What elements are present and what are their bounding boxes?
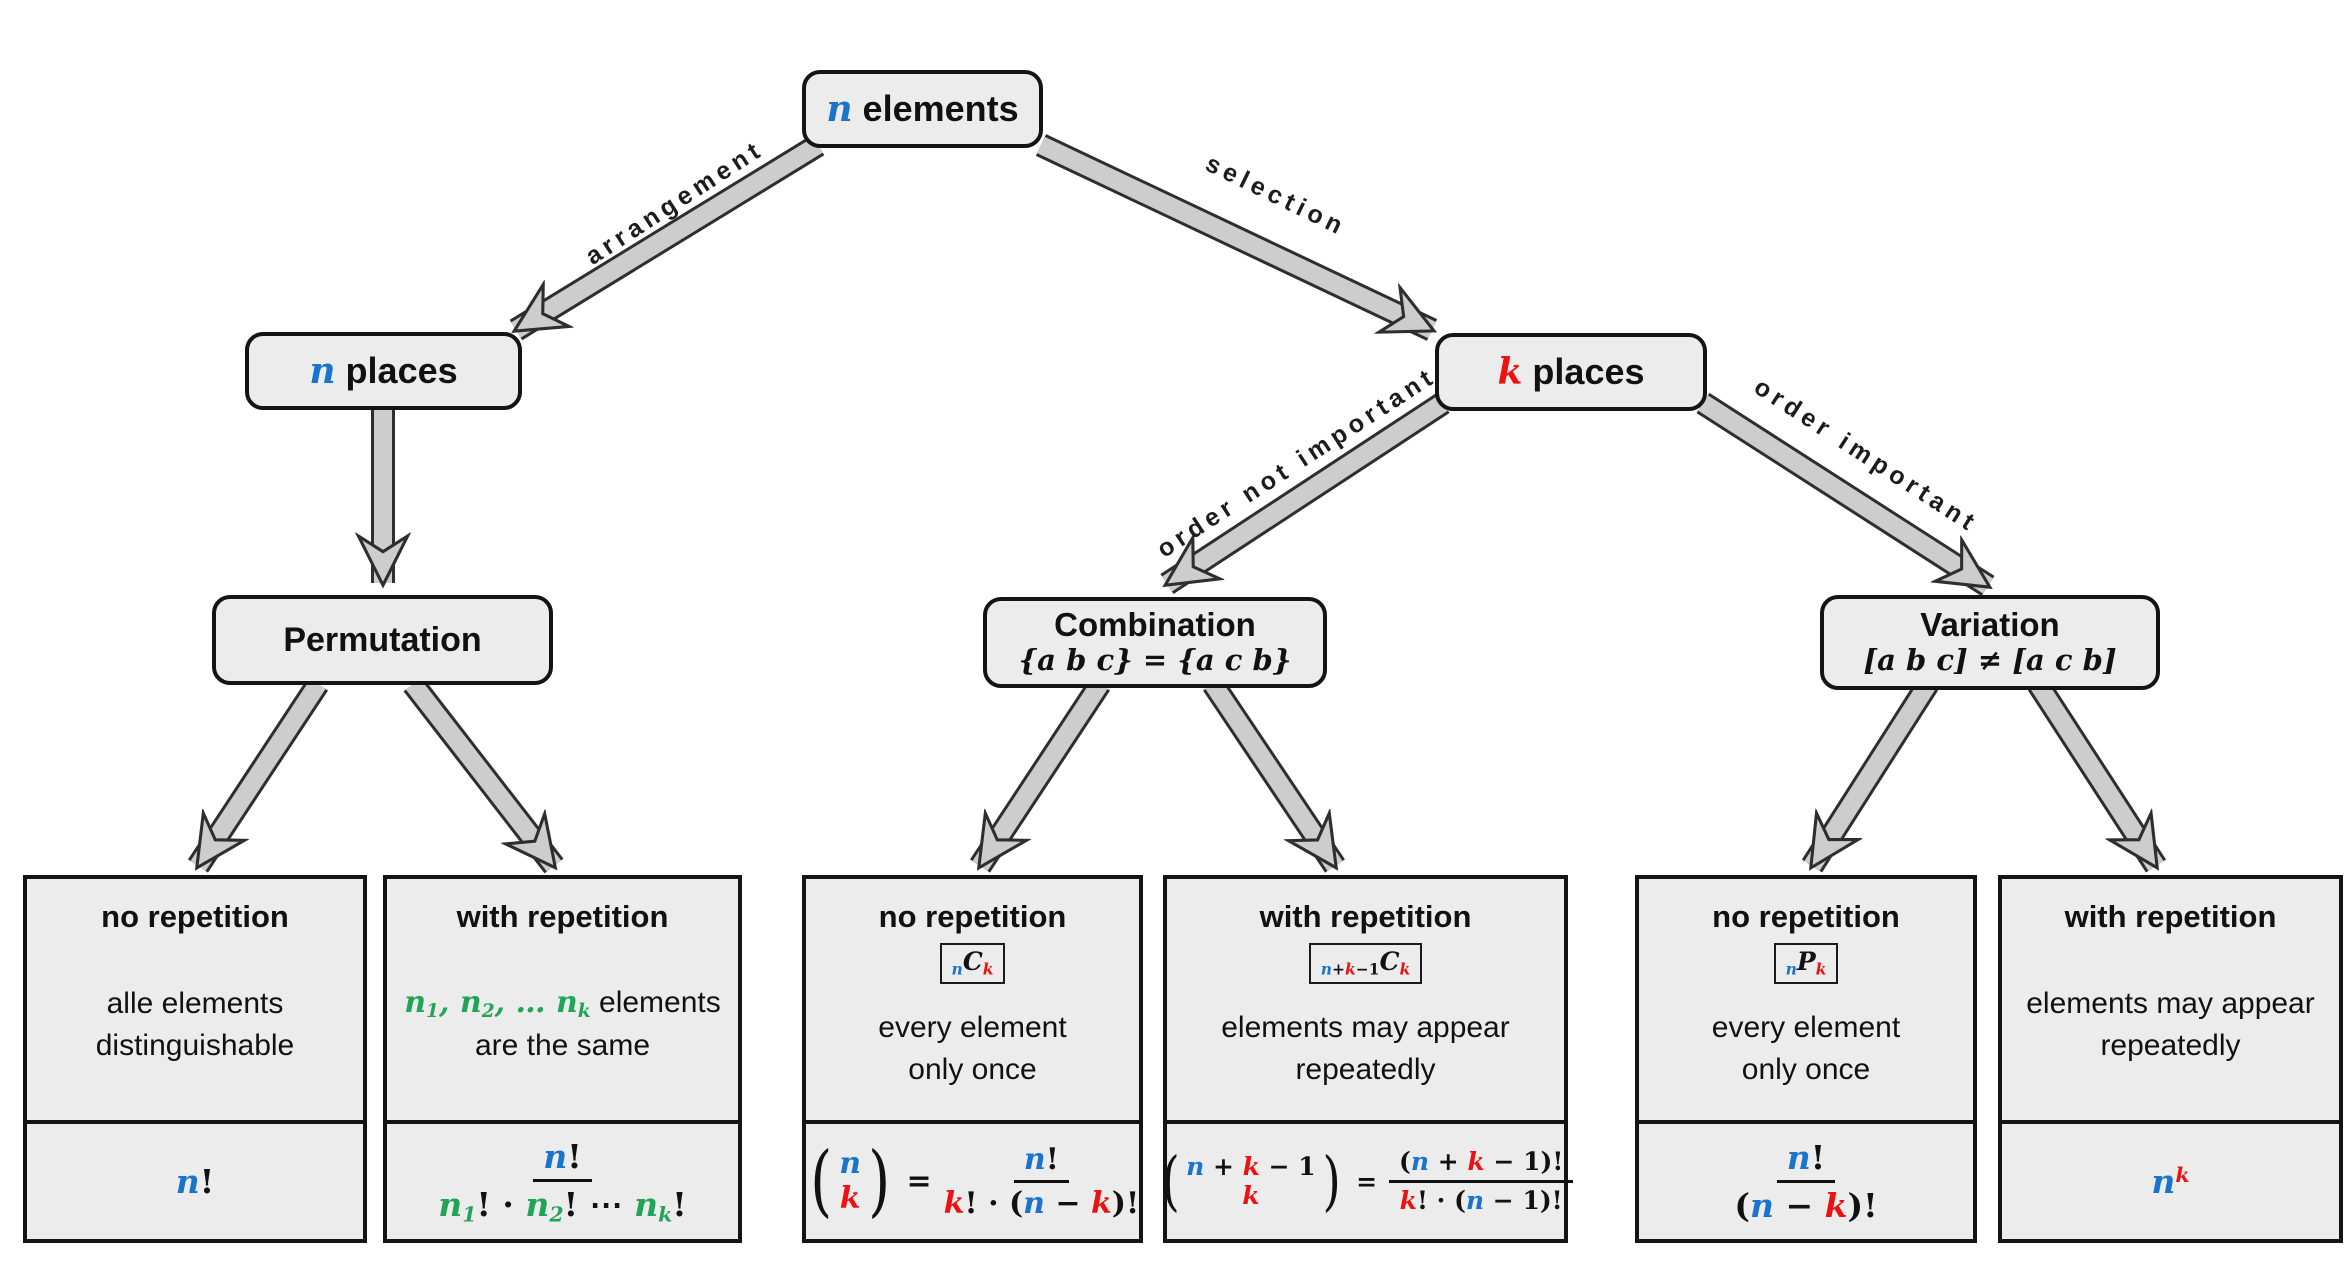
- edge-combination-to-with-repetition: [1203, 677, 1345, 873]
- leaf-formula: n! n1! · n2! ⋯ nk!: [438, 1136, 687, 1227]
- leaf-description-line: elements may appear: [2026, 987, 2315, 1021]
- node-permutation: Permutation: [212, 595, 553, 685]
- leaf-description-line: repeatedly: [2100, 1028, 2241, 1062]
- leaf-description-line: distinguishable: [95, 1028, 295, 1062]
- leaf-description-line: repeatedly: [1295, 1052, 1436, 1086]
- edge-selection: [1035, 134, 1432, 341]
- node-variation: Variation [a b c] ≠ [a c b]: [1820, 595, 2160, 690]
- leaf-description-line: are the same: [474, 1029, 651, 1063]
- leaf-combination-with-repetition: with repetition n+k−1Ck elements may app…: [1161, 875, 1574, 1243]
- leaf-title: with repetition: [456, 899, 669, 934]
- edge-arrangement: [509, 134, 825, 341]
- notation-badge-nPk: nPk: [1773, 943, 1839, 984]
- node-variation-example: [a b c] ≠ [a c b]: [1863, 643, 2117, 678]
- edge-combination-to-no-repetition: [969, 677, 1111, 873]
- node-n-places-label: n places: [309, 349, 458, 392]
- leaf-title: with repetition: [2064, 899, 2277, 934]
- leaf-description-line: every element: [878, 1011, 1067, 1045]
- node-permutation-title: Permutation: [283, 620, 482, 659]
- leaf-variation-with-repetition: with repetition elements may appear repe…: [1998, 875, 2343, 1243]
- node-combination: Combination {a b c} = {a c b}: [983, 597, 1327, 688]
- leaf-title: no repetition: [101, 899, 289, 934]
- leaf-formula: nk: [2151, 1162, 2190, 1201]
- leaf-description-line: n1, n2, … nk elements: [404, 985, 721, 1023]
- leaf-description-line: alle elements: [106, 987, 284, 1021]
- leaf-variation-no-repetition: no repetition nPk every element only onc…: [1635, 875, 1977, 1243]
- edge-order-not-important: [1160, 392, 1450, 595]
- node-combination-example: {a b c} = {a c b}: [1018, 643, 1292, 678]
- leaf-formula: ( n k ) = n! k! · (n − k)!: [810, 1136, 1140, 1227]
- edge-variation-to-no-repetition: [1801, 677, 1939, 873]
- leaf-title: no repetition: [1712, 899, 1900, 934]
- leaf-description-line: only once: [908, 1052, 1037, 1086]
- leaf-description-line: elements may appear: [1221, 1011, 1510, 1045]
- leaf-description-line: every element: [1711, 1011, 1901, 1045]
- node-k-places: k places: [1435, 333, 1707, 411]
- leaf-title: no repetition: [878, 899, 1067, 934]
- leaf-description-line: only once: [1741, 1052, 1871, 1086]
- edge-variation-to-with-repetition: [2027, 677, 2167, 873]
- node-n-places: n places: [245, 332, 522, 410]
- leaf-formula: ( n + k − 1 k ) = (n + k − 1)! k! · (n −…: [1161, 1124, 1574, 1239]
- edge-permutation-to-no-repetition: [187, 677, 329, 873]
- leaf-formula: n!: [175, 1162, 215, 1201]
- leaf-formula: n! (n − k)!: [1734, 1138, 1878, 1225]
- leaf-title: with repetition: [1259, 899, 1472, 934]
- notation-badge-nCk: nCk: [939, 943, 1006, 984]
- notation-badge-n+k-1Ck: n+k−1Ck: [1308, 943, 1423, 984]
- leaf-combination-no-repetition: no repetition nCk every element only onc…: [802, 875, 1143, 1243]
- node-k-places-label: k places: [1497, 350, 1645, 393]
- node-combination-title: Combination: [1054, 606, 1256, 644]
- leaf-permutation-no-repetition: no repetition alle elements distinguisha…: [23, 875, 367, 1243]
- edge-permutation-to-with-repetition: [403, 676, 564, 874]
- node-variation-title: Variation: [1920, 606, 2060, 644]
- node-n-elements: n elements: [802, 70, 1043, 148]
- edge-order-important: [1696, 392, 1995, 597]
- node-n-elements-label: n elements: [826, 87, 1019, 130]
- leaf-permutation-with-repetition: with repetition n1, n2, … nk elements ar…: [383, 875, 742, 1243]
